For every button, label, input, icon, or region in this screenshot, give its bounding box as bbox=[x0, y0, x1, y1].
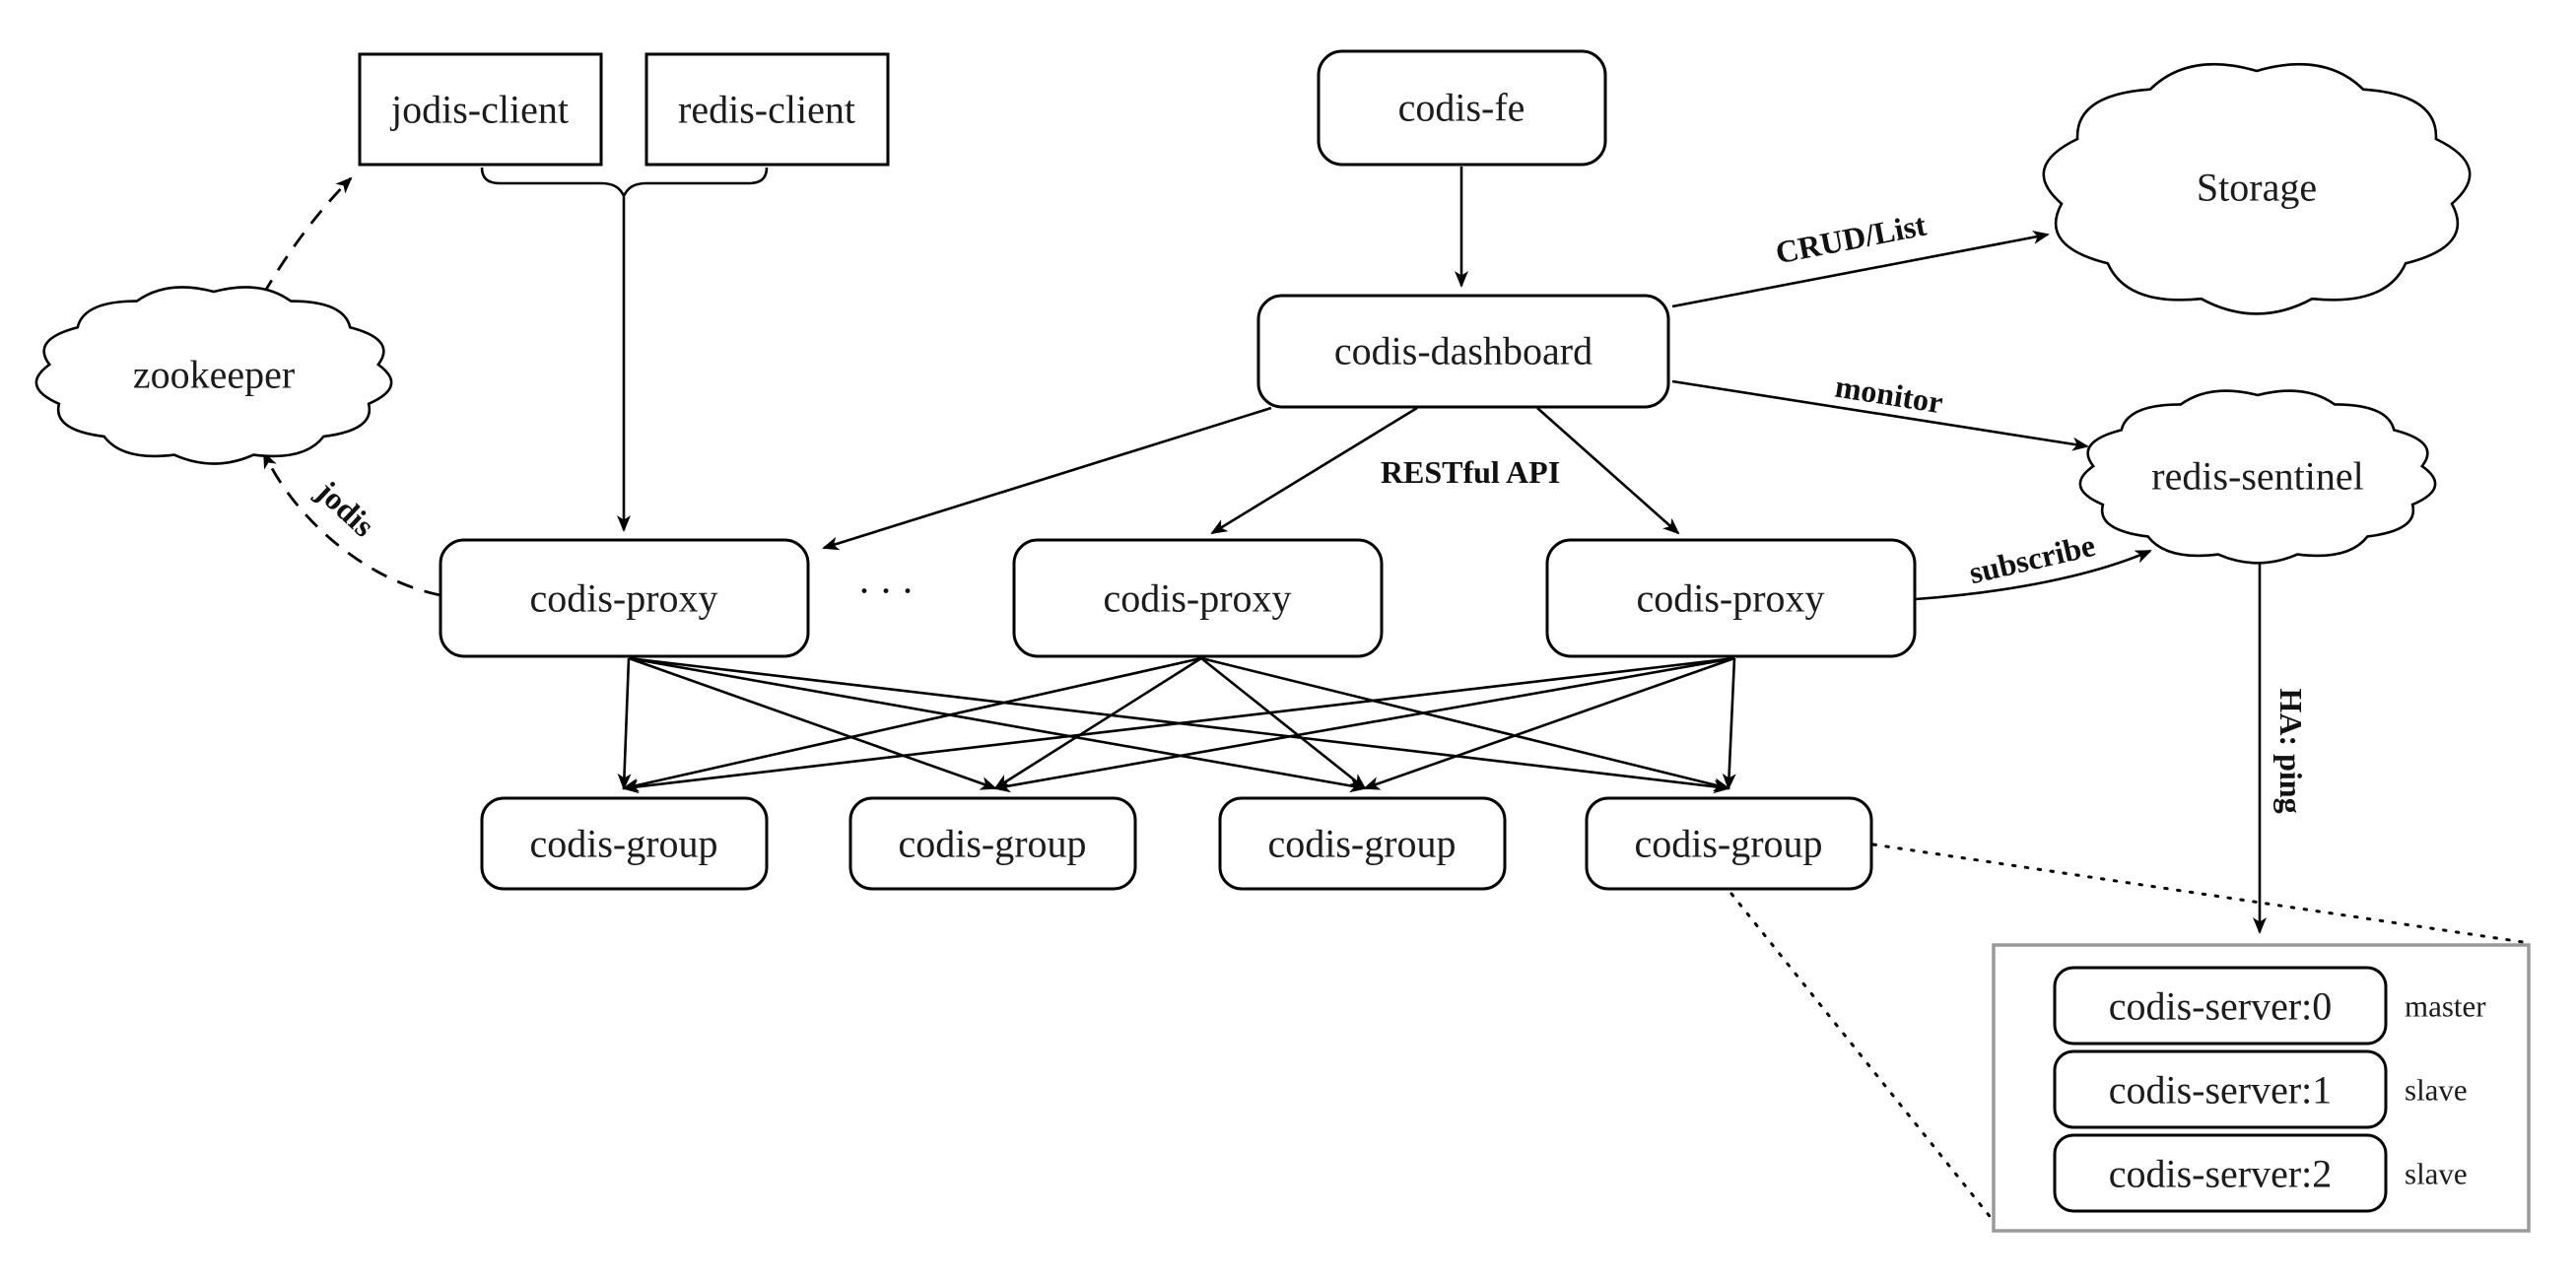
edge-proxy2-group3 bbox=[1200, 656, 1367, 790]
node-jodis-client: jodis-client bbox=[358, 52, 603, 167]
edge-proxy2-group2 bbox=[993, 656, 1202, 790]
ha-ping-label: HA: ping bbox=[2273, 688, 2309, 813]
edges-solid bbox=[617, 167, 2267, 934]
node-codis-proxy-2: codis-proxy bbox=[1012, 538, 1384, 658]
edge-group4-container-bottom bbox=[1729, 892, 1999, 1227]
server1-role-label: slave bbox=[2405, 1073, 2468, 1108]
edge-proxy3-group3 bbox=[1363, 656, 1735, 790]
codis-server0-box bbox=[2053, 966, 2388, 1046]
cloud-storage: Storage bbox=[2042, 62, 2472, 315]
edge-dashboard-to-proxy2 bbox=[1210, 406, 1418, 535]
node-redis-client: redis-client bbox=[644, 52, 890, 167]
edge-proxy3-group2 bbox=[993, 656, 1735, 793]
cloud-zookeeper: zookeeper bbox=[34, 286, 393, 465]
node-codis-group-1: codis-group bbox=[480, 796, 769, 891]
codis-dashboard-label: codis-dashboard bbox=[1334, 329, 1593, 373]
edge-proxy1-group3 bbox=[628, 656, 1367, 793]
subscribe-label: subscribe bbox=[1966, 527, 2099, 590]
server0-role-label: master bbox=[2405, 989, 2486, 1024]
node-codis-proxy-1: codis-proxy bbox=[439, 538, 810, 658]
codis-proxy2-box bbox=[1012, 538, 1384, 658]
node-codis-fe: codis-fe bbox=[1317, 49, 1607, 167]
codis-server2-label: codis-server:2 bbox=[2109, 1152, 2333, 1196]
edge-dashboard-to-storage bbox=[1671, 230, 2050, 308]
codis-proxy3-label: codis-proxy bbox=[1636, 576, 1824, 621]
codis-proxy1-box bbox=[439, 538, 810, 658]
jodis-label: jodis bbox=[309, 473, 381, 544]
codis-dashboard-box bbox=[1256, 294, 1670, 409]
edge-proxy1-to-zookeeper-jodis bbox=[262, 451, 441, 597]
node-codis-dashboard: codis-dashboard bbox=[1256, 294, 1670, 409]
edges-dashed-dotted bbox=[261, 176, 2525, 1227]
node-codis-proxy-3: codis-proxy bbox=[1545, 538, 1917, 658]
server-group-container: codis-server:0 master codis-server:1 sla… bbox=[1992, 943, 2531, 1233]
edge-proxy1-group1 bbox=[617, 657, 632, 790]
codis-group4-box bbox=[1585, 796, 1873, 891]
server2-role-label: slave bbox=[2405, 1157, 2468, 1191]
clients-brace bbox=[480, 167, 769, 200]
codis-group3-label: codis-group bbox=[1267, 822, 1456, 866]
proxy-ellipsis: ··· bbox=[859, 575, 924, 608]
redis-client-label: redis-client bbox=[678, 88, 855, 132]
zookeeper-cloud-shape bbox=[34, 286, 393, 465]
node-codis-group-3: codis-group bbox=[1218, 796, 1507, 891]
codis-server1-box bbox=[2053, 1049, 2388, 1129]
edge-proxy2-group4 bbox=[1200, 656, 1730, 792]
edge-group4-container-top bbox=[1871, 843, 2525, 944]
node-codis-group-4: codis-group bbox=[1585, 796, 1873, 891]
edge-dashboard-to-proxy1 bbox=[822, 406, 1272, 551]
codis-server1-label: codis-server:1 bbox=[2109, 1068, 2333, 1113]
codis-proxy2-label: codis-proxy bbox=[1103, 576, 1291, 621]
codis-server0-label: codis-server:0 bbox=[2109, 984, 2333, 1029]
edge-proxy2-group1 bbox=[622, 656, 1202, 792]
edge-proxy3-group1 bbox=[622, 656, 1735, 794]
edge-dashboard-to-sentinel bbox=[1671, 379, 2089, 451]
sentinel-cloud-shape bbox=[2078, 389, 2437, 565]
zookeeper-label: zookeeper bbox=[133, 353, 295, 397]
monitor-label: monitor bbox=[1833, 369, 1945, 421]
node-codis-group-2: codis-group bbox=[848, 796, 1137, 891]
codis-group1-label: codis-group bbox=[529, 822, 717, 866]
edges-proxy-group-fan bbox=[617, 656, 1736, 794]
cloud-redis-sentinel: redis-sentinel bbox=[2078, 389, 2437, 565]
edge-dashboard-to-proxy3 bbox=[1536, 407, 1680, 535]
edge-proxy1-group2 bbox=[628, 656, 997, 790]
codis-group2-label: codis-group bbox=[898, 822, 1086, 866]
codis-fe-box bbox=[1317, 49, 1607, 167]
jodis-client-label: jodis-client bbox=[389, 88, 569, 132]
storage-label: Storage bbox=[2197, 166, 2317, 210]
codis-group4-label: codis-group bbox=[1634, 822, 1822, 866]
edge-proxy3-group4 bbox=[1722, 657, 1736, 790]
edge-proxy3-to-sentinel-subscribe bbox=[1915, 549, 2152, 601]
codis-group1-box bbox=[480, 796, 769, 891]
codis-group2-box bbox=[848, 796, 1137, 891]
codis-proxy1-label: codis-proxy bbox=[529, 576, 717, 621]
edge-zookeeper-to-jodis-client bbox=[261, 176, 353, 296]
codis-server2-box bbox=[2053, 1133, 2388, 1213]
redis-client-box bbox=[644, 52, 890, 167]
jodis-client-box bbox=[358, 52, 603, 167]
restful-api-label: RESTful API bbox=[1381, 454, 1560, 490]
codis-proxy3-box bbox=[1545, 538, 1917, 658]
codis-fe-label: codis-fe bbox=[1398, 86, 1525, 130]
codis-group3-box bbox=[1218, 796, 1507, 891]
storage-cloud-shape bbox=[2042, 62, 2472, 315]
sentinel-label: redis-sentinel bbox=[2151, 454, 2364, 499]
